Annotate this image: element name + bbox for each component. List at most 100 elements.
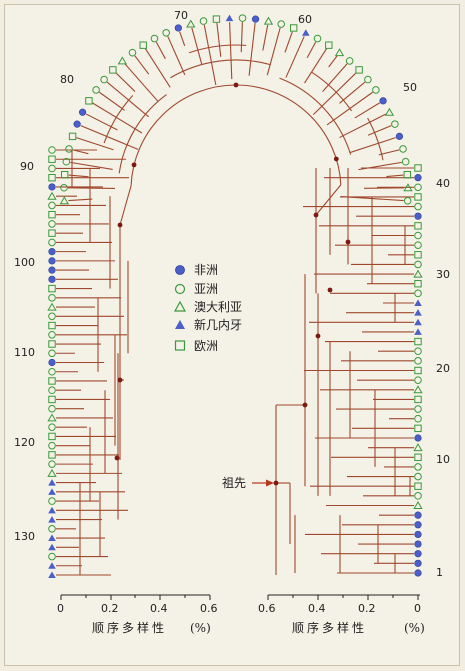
leaf-africa	[73, 120, 81, 128]
leaf-asia	[48, 312, 56, 321]
leaf-africa	[414, 511, 422, 519]
right-tick-3: 0	[414, 602, 421, 615]
leaf-asia	[313, 34, 322, 43]
leaf-europe	[48, 432, 56, 441]
tree-branch-arc	[118, 94, 167, 174]
leaf-number-120: 120	[14, 436, 35, 449]
leaf-asia	[238, 14, 247, 22]
leaf-new-guinea	[48, 506, 56, 514]
leaf-africa	[414, 530, 422, 539]
leaf-africa	[414, 212, 422, 220]
leaf-europe	[48, 284, 56, 293]
legend-europe-symbol	[174, 340, 186, 351]
tree-node	[114, 455, 120, 461]
legend-label-asia: 亚洲	[194, 282, 218, 296]
legend-label-australia: 澳大利亚	[194, 300, 242, 314]
leaf-australia	[59, 196, 70, 205]
leaf-australia	[47, 302, 57, 311]
left-tick-0: 0	[57, 602, 64, 615]
leaf-asia	[60, 183, 68, 192]
tree-branches	[56, 22, 414, 576]
tree-branch	[262, 24, 269, 51]
legend-label-africa: 非洲	[194, 263, 218, 277]
ancestor-label: 祖先	[222, 475, 246, 490]
leaf-africa	[414, 569, 422, 577]
tree-branch	[229, 22, 233, 80]
leaf-asia	[391, 120, 399, 128]
leaf-asia	[48, 201, 56, 210]
leaf-africa	[48, 248, 56, 256]
leaf-europe	[139, 41, 147, 49]
right-axis-label: 顺序多样性	[292, 620, 367, 635]
leaf-asia	[48, 404, 56, 413]
leaf-africa	[48, 266, 56, 274]
leaf-asia	[48, 423, 56, 431]
leaf-europe	[48, 229, 56, 237]
leaf-asia	[48, 367, 56, 376]
leaf-europe	[414, 280, 422, 288]
leaf-europe	[414, 366, 422, 375]
tree-branch	[354, 102, 380, 119]
leaf-europe	[109, 66, 117, 74]
leaf-new-guinea	[48, 543, 56, 551]
leaf-australia	[413, 269, 423, 278]
leaf-new-guinea	[302, 29, 310, 36]
leaf-europe	[48, 321, 56, 330]
leaf-europe	[403, 170, 412, 179]
leaf-australia	[413, 501, 423, 509]
leaf-africa	[414, 550, 422, 558]
leaf-number-60: 60	[298, 13, 312, 26]
leaf-number-130: 130	[14, 530, 35, 543]
leaf-number-20: 20	[436, 362, 450, 375]
leaf-asia	[345, 57, 354, 65]
leaf-asia	[48, 146, 56, 154]
leaf-europe	[414, 251, 422, 259]
left-diversity-axis: 0 0.2 0.4 0.6 顺序多样性 (%)	[57, 594, 218, 635]
tree-nodes	[114, 82, 351, 486]
leaf-europe	[289, 24, 298, 32]
leaf-asia	[48, 238, 56, 247]
leaf-asia	[399, 145, 407, 153]
tree-branch	[328, 55, 338, 68]
leaf-asia	[414, 414, 422, 423]
legend-asia-symbol	[174, 283, 186, 295]
tree-branch-arc	[188, 44, 247, 54]
leaf-asia	[414, 289, 422, 298]
tree-branch	[315, 184, 342, 216]
tree-node	[233, 82, 239, 88]
legend-africa-symbol	[175, 265, 185, 275]
leaf-europe	[48, 395, 56, 404]
leaf-europe	[414, 424, 422, 433]
leaf-australia	[47, 191, 57, 200]
leaf-europe	[414, 453, 422, 461]
leaf-number-labels: 1 10 20 30 40 50 60 70 80 90 100 110 120…	[14, 9, 450, 579]
tree-branch	[306, 41, 317, 59]
leaf-europe	[355, 66, 363, 74]
leaf-asia	[414, 231, 422, 240]
tree-branch	[248, 23, 256, 76]
tree-branch	[179, 31, 186, 47]
tree-branch	[119, 185, 132, 226]
tree-node	[333, 156, 339, 162]
tree-branch	[144, 48, 171, 88]
leaf-africa	[48, 183, 56, 191]
right-tick-0: 0.6	[258, 602, 276, 615]
tree-branch	[68, 187, 116, 189]
leaf-symbols	[47, 14, 423, 578]
leaf-new-guinea	[414, 328, 422, 335]
tree-branch	[367, 125, 392, 136]
leaf-asia	[150, 34, 159, 43]
leaf-asia	[199, 17, 208, 25]
leaf-asia	[48, 460, 56, 468]
leaf-number-80: 80	[60, 73, 74, 86]
leaf-new-guinea	[48, 516, 56, 523]
leaf-number-30: 30	[436, 268, 450, 281]
leaf-asia	[403, 196, 412, 205]
tree-branch-arc	[367, 117, 384, 161]
leaf-number-90: 90	[20, 160, 34, 173]
left-tick-2: 0.4	[150, 602, 168, 615]
tree-branch-arc	[103, 95, 134, 144]
leaf-australia	[186, 19, 196, 28]
